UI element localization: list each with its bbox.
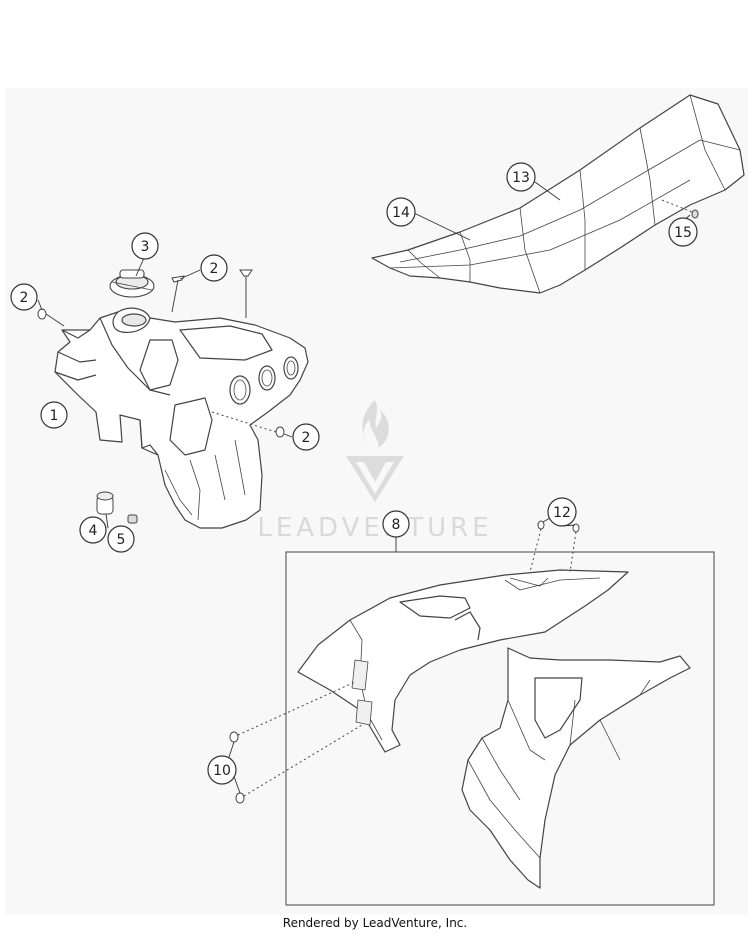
- side-panel-left: [297, 569, 629, 753]
- callout-2-left: 2: [10, 283, 38, 311]
- fuel-tank: [54, 307, 309, 529]
- callout-10: 10: [207, 755, 237, 785]
- screw-icon: [661, 199, 699, 219]
- screw-icon: [569, 523, 580, 573]
- flame-icon: [362, 400, 389, 448]
- screw-icon: [239, 269, 253, 318]
- seat: [371, 94, 745, 294]
- svg-text:15: 15: [674, 225, 692, 241]
- callout-1: 1: [40, 401, 68, 429]
- side-panel-right: [461, 647, 691, 889]
- svg-text:14: 14: [392, 205, 410, 221]
- svg-text:12: 12: [553, 505, 571, 521]
- watermark-text: LEADVENTURE: [257, 513, 492, 543]
- wing-logo-icon: [346, 456, 404, 502]
- svg-text:8: 8: [392, 517, 401, 533]
- nut-icon: [127, 514, 138, 524]
- svg-text:1: 1: [50, 408, 59, 424]
- svg-text:13: 13: [512, 170, 530, 186]
- callout-5: 5: [107, 525, 135, 553]
- svg-text:3: 3: [141, 239, 150, 255]
- callout-4: 4: [79, 516, 107, 544]
- side-panel-group-frame: [285, 551, 715, 906]
- callout-12: 12: [547, 497, 577, 527]
- screw-icon: [171, 275, 185, 313]
- callout-2-right: 2: [292, 423, 320, 451]
- svg-text:5: 5: [117, 532, 126, 548]
- svg-text:2: 2: [302, 430, 311, 446]
- leadventure-watermark: LEADVENTURE: [257, 400, 492, 543]
- screw-icon: [211, 411, 285, 438]
- callout-2-top: 2: [200, 254, 228, 282]
- callout-15: 15: [668, 217, 698, 247]
- svg-text:4: 4: [89, 523, 98, 539]
- svg-text:2: 2: [210, 261, 219, 277]
- callout-8: 8: [382, 510, 410, 538]
- screw-icon: [529, 520, 545, 573]
- svg-text:2: 2: [20, 290, 29, 306]
- bushing-icon: [96, 491, 114, 515]
- callout-14: 14: [386, 197, 416, 227]
- footer-credit: Rendered by LeadVenture, Inc.: [282, 916, 468, 930]
- callout-13: 13: [506, 162, 536, 192]
- svg-text:10: 10: [213, 763, 231, 779]
- callout-3: 3: [131, 232, 159, 260]
